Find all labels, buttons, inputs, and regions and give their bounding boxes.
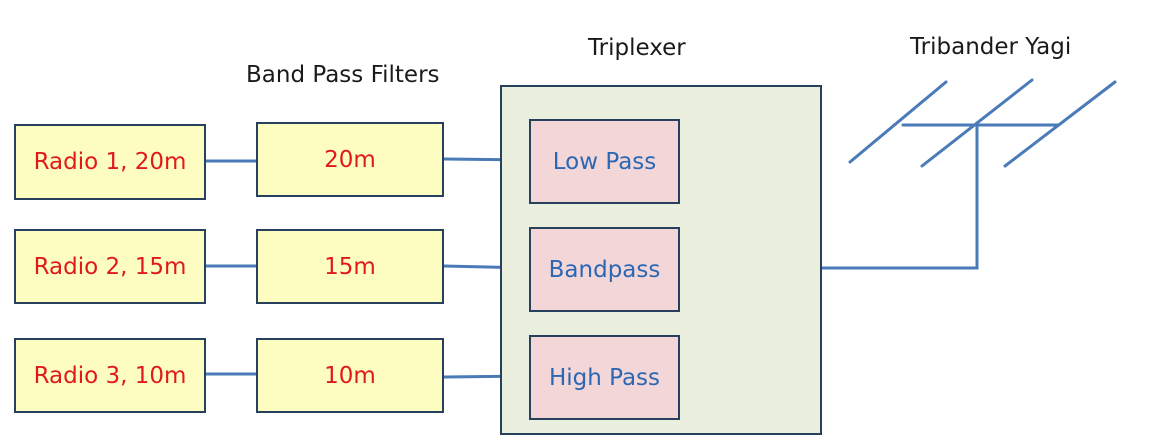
antenna-element-1 bbox=[848, 80, 948, 164]
filter-10m-box: 10m bbox=[256, 338, 444, 413]
filter-20m-box: 20m bbox=[256, 122, 444, 197]
radio-1-box: Radio 1, 20m bbox=[14, 124, 206, 200]
high-pass-label: High Pass bbox=[548, 364, 661, 391]
wire-feedline-antenna bbox=[749, 123, 979, 270]
radio-3-label: Radio 3, 10m bbox=[33, 362, 187, 389]
filter-20m-label: 20m bbox=[324, 146, 376, 173]
filter-15m-label: 15m bbox=[324, 253, 376, 280]
radio-3-box: Radio 3, 10m bbox=[14, 338, 206, 413]
radio-2-box: Radio 2, 15m bbox=[14, 229, 206, 304]
bandpass-label: Bandpass bbox=[548, 256, 661, 283]
bandpass-box: Bandpass bbox=[529, 227, 680, 312]
filter-15m-box: 15m bbox=[256, 229, 444, 304]
low-pass-label: Low Pass bbox=[552, 148, 657, 175]
triplexer-heading: Triplexer bbox=[588, 35, 686, 61]
band-pass-filters-heading: Band Pass Filters bbox=[246, 62, 440, 88]
filter-10m-label: 10m bbox=[324, 362, 376, 389]
low-pass-box: Low Pass bbox=[529, 119, 680, 204]
radio-2-label: Radio 2, 15m bbox=[33, 253, 187, 280]
antenna-heading: Tribander Yagi bbox=[910, 34, 1072, 60]
radio-1-label: Radio 1, 20m bbox=[33, 149, 187, 175]
antenna-element-3 bbox=[1003, 80, 1117, 168]
antenna-element-2 bbox=[920, 78, 1034, 168]
high-pass-box: High Pass bbox=[529, 335, 680, 420]
